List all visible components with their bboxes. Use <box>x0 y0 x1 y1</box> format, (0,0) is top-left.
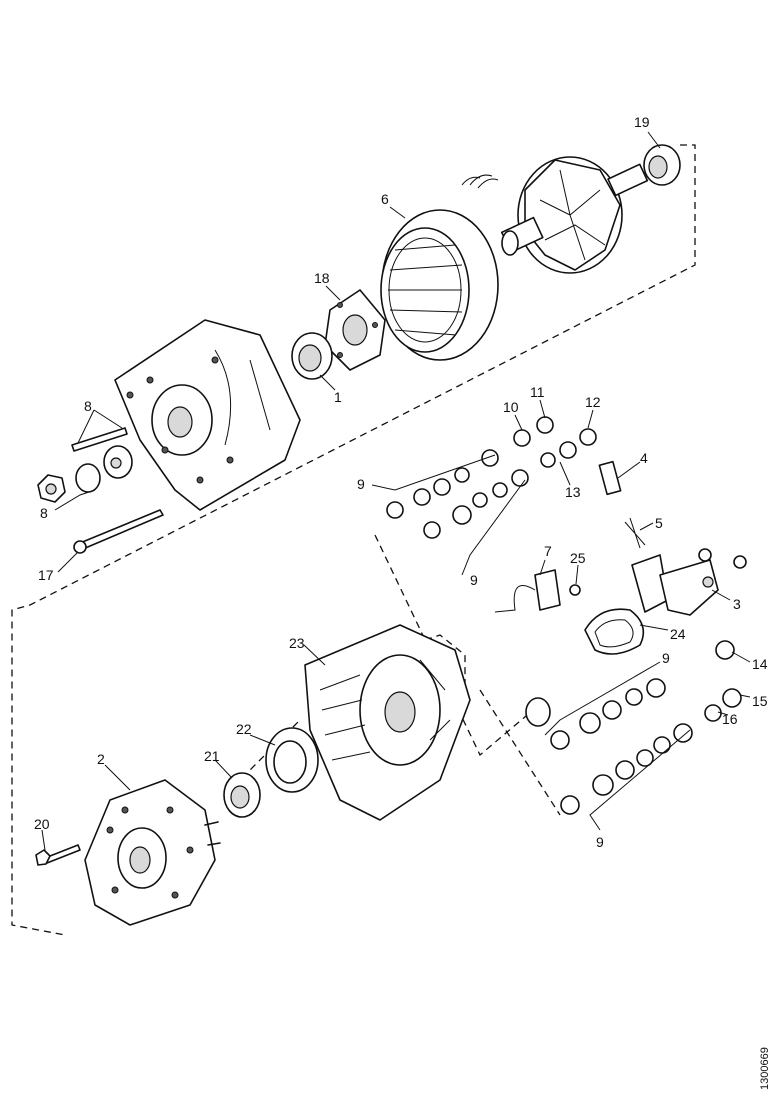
gasket-24 <box>584 608 645 655</box>
callout-1: 1 <box>334 389 342 405</box>
through-bolt-17 <box>73 509 164 554</box>
callout-3: 3 <box>733 596 741 612</box>
callout-16: 16 <box>722 711 738 727</box>
nut-and-washers-8 <box>37 427 133 503</box>
stator-housing-23 <box>304 624 471 821</box>
reference-number: 1300669 <box>759 1047 771 1090</box>
callout-12: 12 <box>585 394 601 410</box>
bearing-plate-18 <box>324 289 386 371</box>
callout-9-lower-right: 9 <box>662 650 670 666</box>
callout-9-bottom: 9 <box>596 834 604 850</box>
callout-4: 4 <box>640 450 648 466</box>
callout-8-upper: 8 <box>84 398 92 414</box>
callout-labels: 19 6 18 1 8 8 17 9 9 10 11 12 13 4 5 7 2… <box>34 114 768 850</box>
callout-8-lower: 8 <box>40 505 48 521</box>
callout-6: 6 <box>381 191 389 207</box>
callout-13: 13 <box>565 484 581 500</box>
rotor-bearing-19 <box>643 144 681 186</box>
callout-19: 19 <box>634 114 650 130</box>
brush-holder <box>598 460 747 616</box>
rectifier-hardware-upper <box>386 416 597 539</box>
rotor <box>500 156 649 274</box>
leader-lines <box>41 131 751 851</box>
ring-22 <box>265 727 319 793</box>
callout-2: 2 <box>97 751 105 767</box>
screw-20 <box>35 844 81 866</box>
rectifier-hardware-lower <box>525 640 742 815</box>
callout-9-mid: 9 <box>470 572 478 588</box>
callout-10: 10 <box>503 399 519 415</box>
bearing-1 <box>291 332 333 380</box>
callout-23: 23 <box>289 635 305 651</box>
stator <box>380 174 499 361</box>
callout-25: 25 <box>570 550 586 566</box>
callout-18: 18 <box>314 270 330 286</box>
callout-20: 20 <box>34 816 50 832</box>
callout-7: 7 <box>544 543 552 559</box>
callout-11: 11 <box>530 384 545 400</box>
callout-24: 24 <box>670 626 686 642</box>
suppressor-7 <box>494 569 581 613</box>
callout-22: 22 <box>236 721 252 737</box>
bearing-21 <box>223 772 261 818</box>
callout-15: 15 <box>752 693 768 709</box>
callout-21: 21 <box>204 748 220 764</box>
callout-17: 17 <box>38 567 54 583</box>
drive-end-frame <box>114 319 301 511</box>
callout-9-top: 9 <box>357 476 365 492</box>
assembly-outline <box>11 144 696 936</box>
end-shield-2 <box>84 779 221 926</box>
callout-5: 5 <box>655 515 663 531</box>
callout-14: 14 <box>752 656 768 672</box>
